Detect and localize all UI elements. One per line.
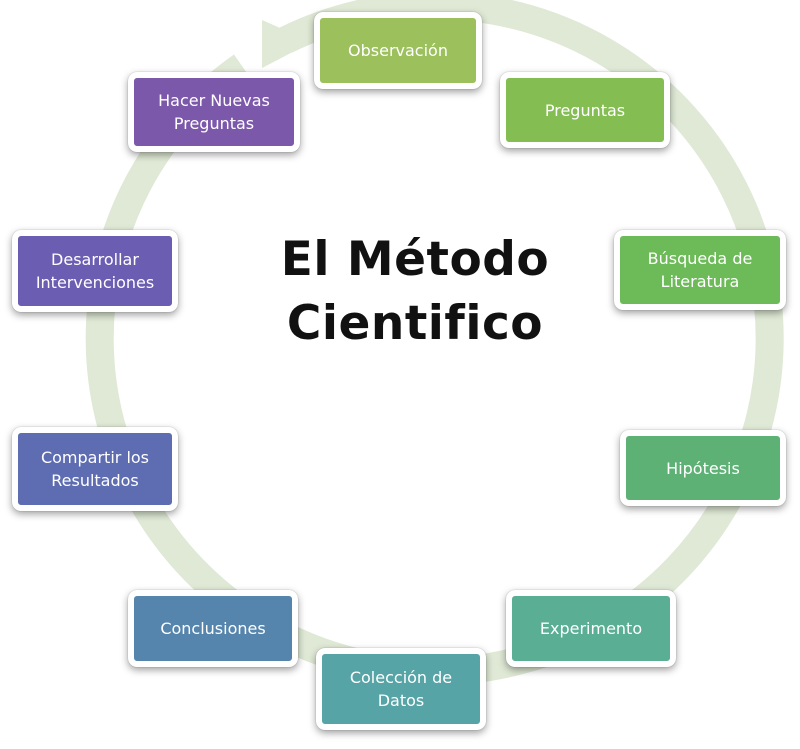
cycle-arrowhead-icon xyxy=(262,20,312,68)
step-observacion: Observación xyxy=(314,12,482,89)
step-desarrollar-intervenciones: Desarrollar Intervenciones xyxy=(12,230,178,312)
step-label: Búsqueda de Literatura xyxy=(647,249,753,291)
step-compartir-los-resultados: Compartir los Resultados xyxy=(12,427,178,511)
step-label: Colección de Datos xyxy=(349,668,453,710)
title-line-2: Cientifico xyxy=(286,296,544,351)
step-label: Observación xyxy=(348,41,448,60)
title-line-1: El Método xyxy=(280,232,550,287)
step-label: Compartir los Resultados xyxy=(40,448,150,490)
step-label: Conclusiones xyxy=(160,619,266,638)
step-label: Desarrollar Intervenciones xyxy=(35,250,155,292)
step-label: Experimento xyxy=(539,619,643,638)
step-conclusiones: Conclusiones xyxy=(128,590,298,667)
step-experimento: Experimento xyxy=(506,590,676,667)
step-preguntas: Preguntas xyxy=(500,72,670,148)
step-busqueda-de-literatura: Búsqueda de Literatura xyxy=(614,230,786,310)
step-label: Preguntas xyxy=(544,100,626,120)
step-label: Hipótesis xyxy=(666,458,740,478)
step-hacer-nuevas-preguntas: Hacer Nuevas Preguntas xyxy=(128,72,300,152)
diagram-title: El Método Cientifico xyxy=(215,228,615,356)
step-hipotesis: Hipótesis xyxy=(620,430,786,506)
step-coleccion-de-datos: Colección de Datos xyxy=(316,648,486,730)
step-label: Hacer Nuevas Preguntas xyxy=(158,91,270,133)
